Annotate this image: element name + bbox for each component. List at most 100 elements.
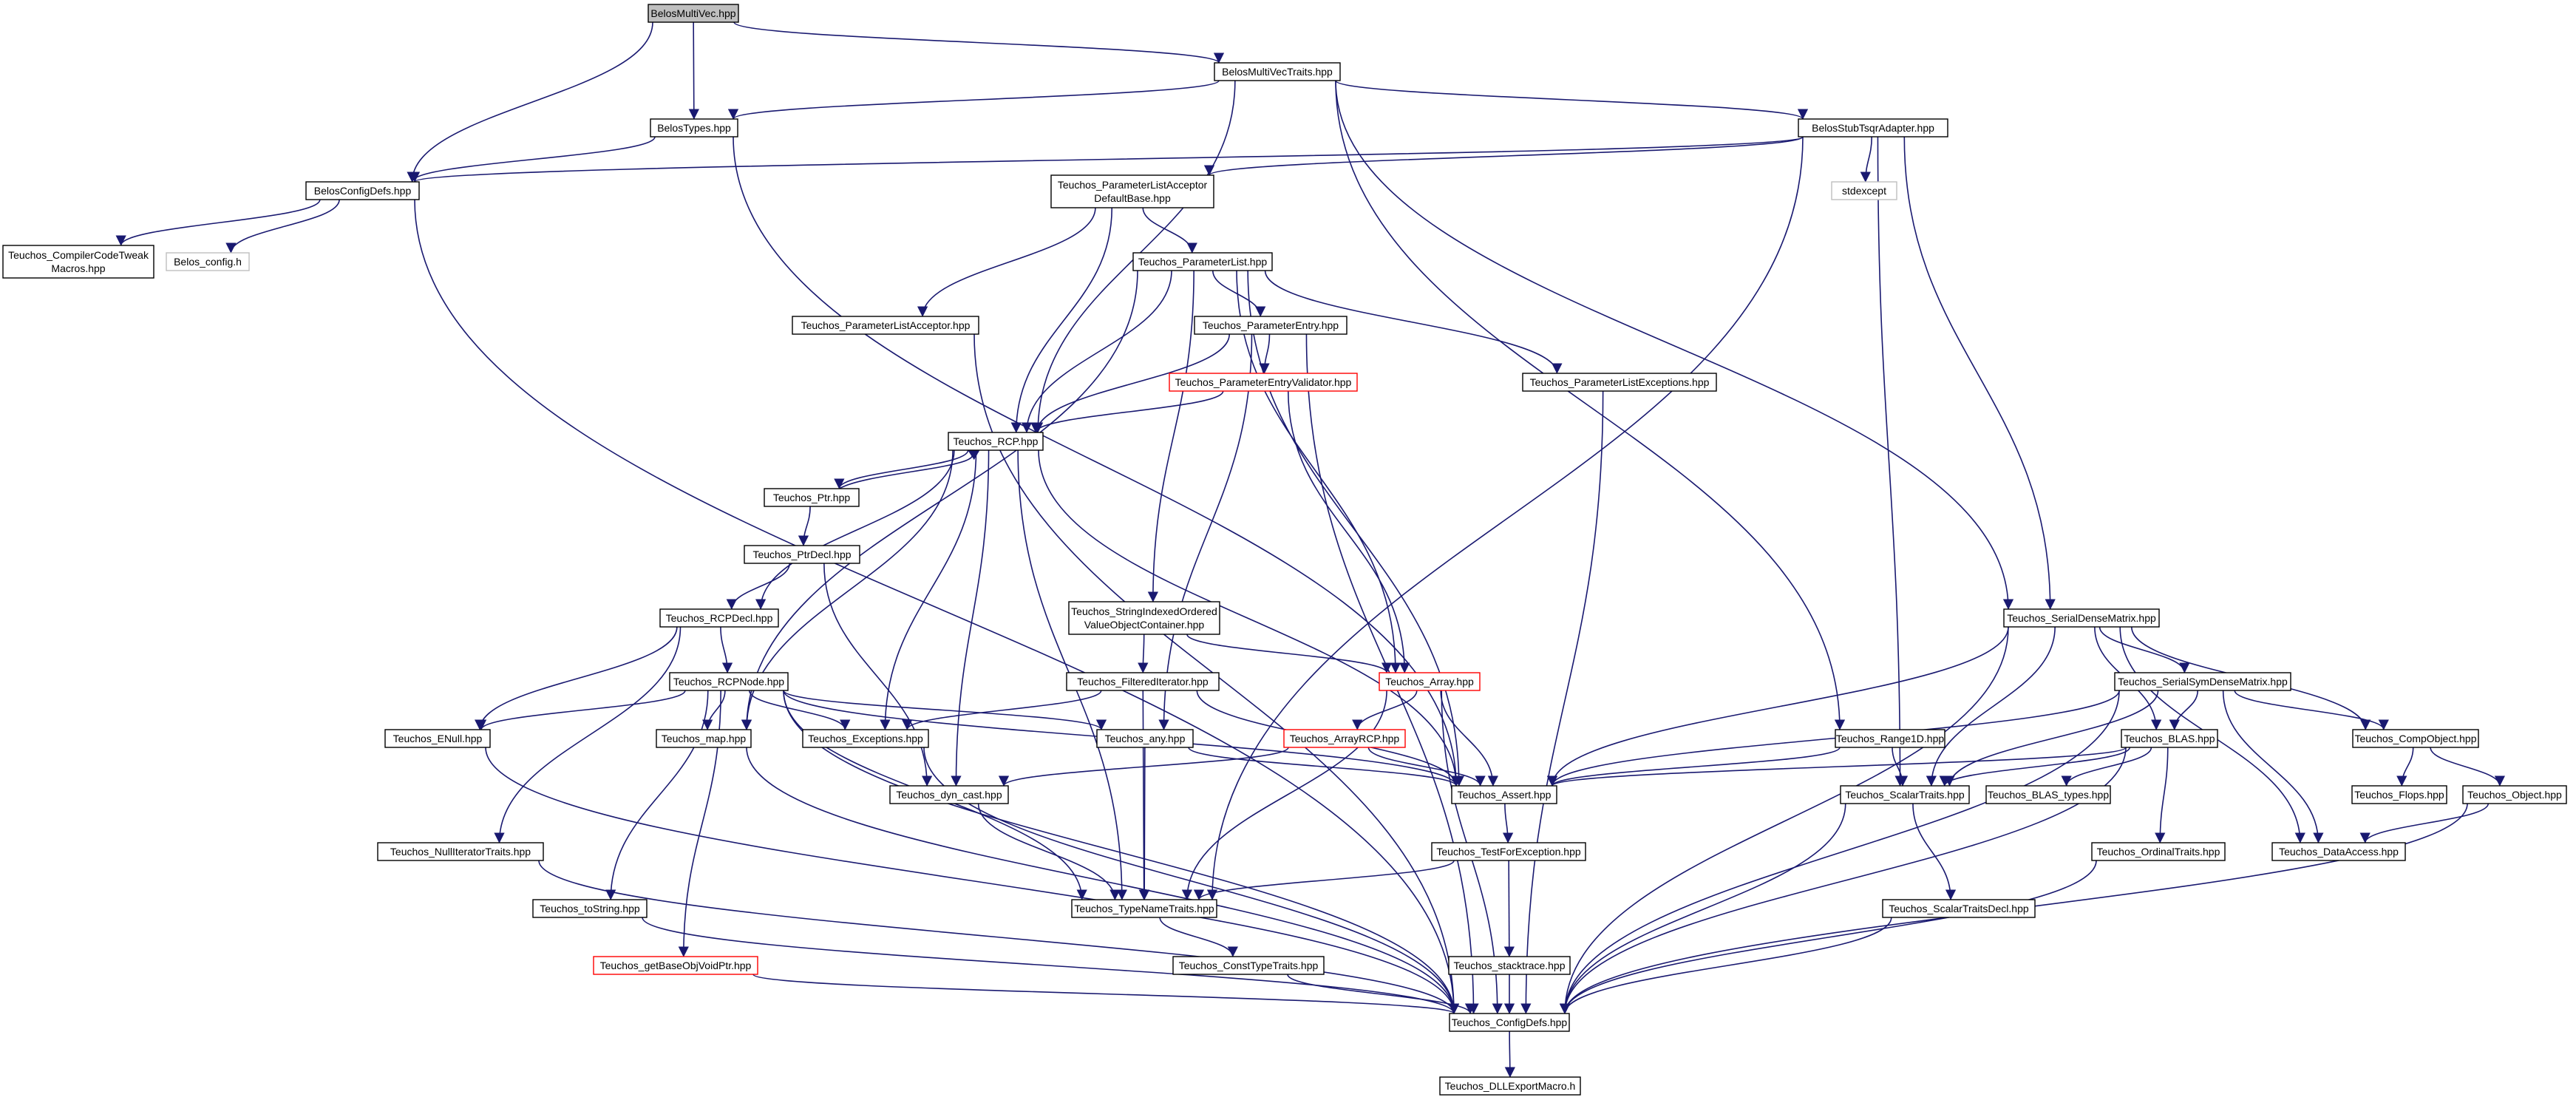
node-dyncast[interactable]: Teuchos_dyn_cast.hpp (889, 785, 1009, 804)
node-box-flops[interactable] (2351, 785, 2447, 804)
node-box-plAcceptor[interactable] (792, 316, 979, 335)
node-box-stdexcept[interactable] (1831, 181, 1897, 200)
node-ptr[interactable]: Teuchos_Ptr.hpp (764, 488, 860, 507)
node-paramlist[interactable]: Teuchos_ParameterList.hpp (1132, 252, 1273, 271)
node-box-filtered[interactable] (1066, 672, 1220, 691)
node-stdexcept[interactable]: stdexcept (1831, 181, 1897, 200)
node-testfor[interactable]: Teuchos_TestForException.hpp (1431, 842, 1586, 861)
node-belosstubtsqr[interactable]: BelosStubTsqrAdapter.hpp (1798, 118, 1948, 138)
node-box-any[interactable] (1096, 729, 1194, 748)
node-blastypes[interactable]: Teuchos_BLAS_types.hpp (1985, 785, 2111, 804)
node-box-belosconfigh[interactable] (166, 252, 250, 271)
node-plAcceptor[interactable]: Teuchos_ParameterListAcceptor.hpp (792, 316, 979, 335)
node-box-object[interactable] (2462, 785, 2567, 804)
node-box-compobject[interactable] (2352, 729, 2479, 748)
node-box-rcpdecl[interactable] (659, 608, 779, 628)
node-scalardecl[interactable]: Teuchos_ScalarTraitsDecl.hpp (1882, 899, 2036, 918)
node-ptrdecl[interactable]: Teuchos_PtrDecl.hpp (744, 545, 860, 564)
node-getBase[interactable]: Teuchos_getBaseObjVoidPtr.hpp (593, 956, 758, 975)
node-rcpdecl[interactable]: Teuchos_RCPDecl.hpp (659, 608, 779, 628)
node-box-strIndexed[interactable] (1068, 601, 1220, 635)
node-belostypes[interactable]: BelosTypes.hpp (650, 118, 738, 138)
node-tostring[interactable]: Teuchos_toString.hpp (532, 899, 648, 918)
node-dataaccess[interactable]: Teuchos_DataAccess.hpp (2271, 842, 2406, 861)
node-box-dataaccess[interactable] (2271, 842, 2406, 861)
node-array[interactable]: Teuchos_Array.hpp (1379, 672, 1481, 691)
node-box-tostring[interactable] (532, 899, 648, 918)
node-box-scalardecl[interactable] (1882, 899, 2036, 918)
node-box-ptr[interactable] (764, 488, 860, 507)
node-scalartraits[interactable]: Teuchos_ScalarTraits.hpp (1840, 785, 1970, 804)
node-box-belosmultivectraits[interactable] (1214, 62, 1341, 81)
node-box-range1d[interactable] (1835, 729, 1945, 748)
node-ordinal[interactable]: Teuchos_OrdinalTraits.hpp (2091, 842, 2226, 861)
node-arrayrcp[interactable]: Teuchos_ArrayRCP.hpp (1283, 729, 1406, 748)
node-box-blastypes[interactable] (1985, 785, 2111, 804)
node-box-exceptions[interactable] (802, 729, 929, 748)
node-box-rcp[interactable] (948, 432, 1044, 451)
node-box-rcpnode[interactable] (669, 672, 789, 691)
node-serialsym[interactable]: Teuchos_SerialSymDenseMatrix.hpp (2114, 672, 2291, 691)
node-box-getBase[interactable] (593, 956, 758, 975)
node-nullIter[interactable]: Teuchos_NullIteratorTraits.hpp (377, 842, 544, 861)
node-box-belosmultivec[interactable] (648, 4, 739, 23)
node-any[interactable]: Teuchos_any.hpp (1096, 729, 1194, 748)
node-box-plaDefaultBase[interactable] (1050, 174, 1214, 208)
node-box-serialsym[interactable] (2114, 672, 2291, 691)
node-rcp[interactable]: Teuchos_RCP.hpp (948, 432, 1044, 451)
node-box-belosstubtsqr[interactable] (1798, 118, 1948, 138)
node-box-testfor[interactable] (1431, 842, 1586, 861)
node-rcpnode[interactable]: Teuchos_RCPNode.hpp (669, 672, 789, 691)
node-box-serialdense[interactable] (2003, 608, 2160, 628)
node-box-blas[interactable] (2121, 729, 2218, 748)
node-box-ptrdecl[interactable] (744, 545, 860, 564)
node-box-stacktrace[interactable] (1448, 956, 1571, 975)
node-range1d[interactable]: Teuchos_Range1D.hpp (1835, 729, 1945, 748)
node-configdefs[interactable]: Teuchos_ConfigDefs.hpp (1449, 1013, 1570, 1032)
node-box-paramentry[interactable] (1194, 316, 1348, 335)
node-assert[interactable]: Teuchos_Assert.hpp (1451, 785, 1557, 804)
node-serialdense[interactable]: Teuchos_SerialDenseMatrix.hpp (2003, 608, 2160, 628)
node-typename[interactable]: Teuchos_TypeNameTraits.hpp (1071, 899, 1217, 918)
node-stacktrace[interactable]: Teuchos_stacktrace.hpp (1448, 956, 1571, 975)
node-box-peValidator[interactable] (1169, 373, 1358, 392)
node-compobject[interactable]: Teuchos_CompObject.hpp (2352, 729, 2479, 748)
node-box-nullIter[interactable] (377, 842, 544, 861)
node-filtered[interactable]: Teuchos_FilteredIterator.hpp (1066, 672, 1220, 691)
node-belosmultivec[interactable]: BelosMultiVec.hpp (648, 4, 739, 23)
node-paramentry[interactable]: Teuchos_ParameterEntry.hpp (1194, 316, 1348, 335)
node-box-array[interactable] (1379, 672, 1481, 691)
node-enull[interactable]: Teuchos_ENull.hpp (384, 729, 491, 748)
node-belosconfigdefs[interactable]: BelosConfigDefs.hpp (305, 181, 420, 200)
node-box-compilercode[interactable] (2, 245, 154, 279)
node-box-map[interactable] (656, 729, 752, 748)
node-box-enull[interactable] (384, 729, 491, 748)
node-object[interactable]: Teuchos_Object.hpp (2462, 785, 2567, 804)
node-box-plExceptions[interactable] (1522, 373, 1717, 392)
node-box-configdefs[interactable] (1449, 1013, 1570, 1032)
node-blas[interactable]: Teuchos_BLAS.hpp (2121, 729, 2218, 748)
node-box-belosconfigdefs[interactable] (305, 181, 420, 200)
node-peValidator[interactable]: Teuchos_ParameterEntryValidator.hpp (1169, 373, 1358, 392)
node-belosconfigh[interactable]: Belos_config.h (166, 252, 250, 271)
node-map[interactable]: Teuchos_map.hpp (656, 729, 752, 748)
node-strIndexed[interactable]: Teuchos_StringIndexedOrderedValueObjectC… (1068, 601, 1220, 635)
node-box-typename[interactable] (1071, 899, 1217, 918)
node-plExceptions[interactable]: Teuchos_ParameterListExceptions.hpp (1522, 373, 1717, 392)
node-belosmultivectraits[interactable]: BelosMultiVecTraits.hpp (1214, 62, 1341, 81)
node-flops[interactable]: Teuchos_Flops.hpp (2351, 785, 2447, 804)
node-plaDefaultBase[interactable]: Teuchos_ParameterListAcceptorDefaultBase… (1050, 174, 1214, 208)
node-box-paramlist[interactable] (1132, 252, 1273, 271)
node-box-dllexport[interactable] (1439, 1076, 1581, 1096)
node-consttype[interactable]: Teuchos_ConstTypeTraits.hpp (1172, 956, 1325, 975)
node-box-dyncast[interactable] (889, 785, 1009, 804)
node-box-assert[interactable] (1451, 785, 1557, 804)
node-exceptions[interactable]: Teuchos_Exceptions.hpp (802, 729, 929, 748)
node-box-belostypes[interactable] (650, 118, 738, 138)
node-box-consttype[interactable] (1172, 956, 1325, 975)
node-dllexport[interactable]: Teuchos_DLLExportMacro.h (1439, 1076, 1581, 1096)
node-box-ordinal[interactable] (2091, 842, 2226, 861)
node-box-scalartraits[interactable] (1840, 785, 1970, 804)
node-box-arrayrcp[interactable] (1283, 729, 1406, 748)
